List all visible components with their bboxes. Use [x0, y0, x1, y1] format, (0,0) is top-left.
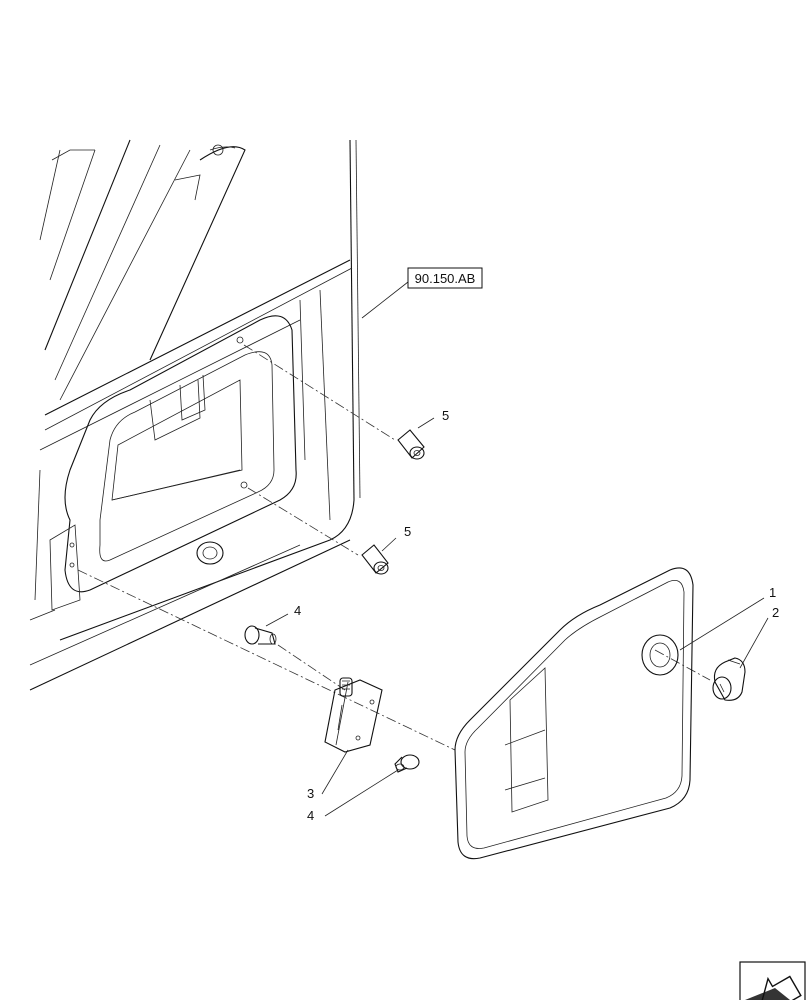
arrow-down-left-icon[interactable] [739, 961, 806, 1000]
callout-hinge-pin-lower[interactable]: 4 [307, 808, 314, 823]
cab-body [29, 139, 361, 691]
door-opening-frame [49, 315, 297, 611]
hinge-pin-lower [394, 754, 420, 773]
reference-box[interactable]: 90.150.AB [407, 267, 483, 289]
leader-lines [265, 281, 769, 817]
door-panel [454, 567, 694, 860]
lock [712, 657, 746, 701]
callout-door-panel[interactable]: 1 [769, 585, 776, 600]
reference-label: 90.150.AB [415, 271, 476, 286]
bumper-lower [361, 544, 389, 575]
callout-hinge[interactable]: 3 [307, 786, 314, 801]
callout-lock[interactable]: 2 [772, 605, 779, 620]
bumper-upper [397, 429, 425, 460]
callout-bumper-lower[interactable]: 5 [404, 524, 411, 539]
hinge-pin-upper [244, 625, 277, 645]
hinge [324, 677, 383, 753]
callout-labels: 1 2 3 4 4 5 5 [294, 408, 779, 823]
exploded-axis-lines [77, 344, 711, 751]
callout-bumper-upper[interactable]: 5 [442, 408, 449, 423]
callout-hinge-pin-upper[interactable]: 4 [294, 603, 301, 618]
